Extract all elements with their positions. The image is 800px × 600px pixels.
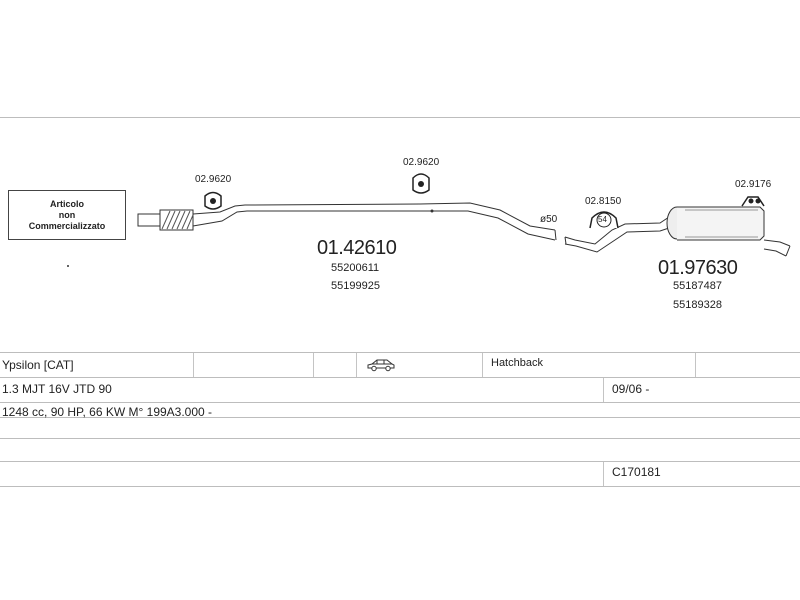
front-pipe xyxy=(137,202,557,241)
diameter-label: ø50 xyxy=(540,214,558,225)
part-code-rear-silencer[interactable]: 01.97630 xyxy=(658,257,738,279)
col-divider-2 xyxy=(313,353,314,377)
marker-dot xyxy=(67,265,69,267)
diagram-bottom-border xyxy=(0,352,800,353)
clamp-symbol-2 xyxy=(412,173,430,194)
table-row-divider-6 xyxy=(0,486,800,487)
notice-line-3: Commercializzato xyxy=(28,220,106,231)
col-divider-3 xyxy=(356,353,357,377)
clamp-code-2[interactable]: 02.9620 xyxy=(403,157,440,168)
col-divider-1 xyxy=(193,353,194,377)
notice-line-1: Articolo xyxy=(49,198,84,209)
clamp-code-4[interactable]: 02.9176 xyxy=(735,179,772,190)
clamp-symbol-3 xyxy=(589,211,619,229)
col-divider-4 xyxy=(482,353,483,377)
engine-name: 1.3 MJT 16V JTD 90 xyxy=(2,382,112,396)
col-divider-5 xyxy=(695,353,696,377)
catalog-code: C170181 xyxy=(612,465,661,479)
table-row-divider-5 xyxy=(0,461,800,462)
clamp-size-label: 54 xyxy=(598,215,607,224)
table-row-divider-3 xyxy=(0,417,800,418)
rear-silencer xyxy=(564,206,791,257)
part-ref-middle-pipe-1: 55200611 xyxy=(331,262,380,274)
part-ref-rear-silencer-2: 55189328 xyxy=(673,299,722,311)
part-ref-rear-silencer-1: 55187487 xyxy=(673,280,722,292)
table-row-divider-4 xyxy=(0,438,800,439)
table-row-divider-1 xyxy=(0,377,800,378)
col-divider-6 xyxy=(603,378,604,402)
production-date: 09/06 - xyxy=(612,382,650,396)
car-icon xyxy=(366,358,396,377)
top-border xyxy=(0,117,800,118)
clamp-code-3[interactable]: 02.8150 xyxy=(585,196,622,207)
clamp-symbol-4 xyxy=(741,196,765,207)
exhaust-diagram xyxy=(67,173,791,267)
col-divider-7 xyxy=(603,462,604,486)
body-type: Hatchback xyxy=(491,357,543,369)
engine-specs: 1248 cc, 90 HP, 66 KW M° 199A3.000 - xyxy=(2,405,213,419)
model-name: Ypsilon [CAT] xyxy=(2,358,74,372)
notice-line-2: non xyxy=(58,209,76,220)
part-code-middle-pipe[interactable]: 01.42610 xyxy=(317,237,397,259)
clamp-symbol-1 xyxy=(204,191,222,210)
table-row-divider-2 xyxy=(0,402,800,403)
not-available-notice: Articolo non Commercializzato xyxy=(8,190,126,240)
part-ref-middle-pipe-2: 55199925 xyxy=(331,280,380,292)
clamp-code-1[interactable]: 02.9620 xyxy=(195,174,232,185)
